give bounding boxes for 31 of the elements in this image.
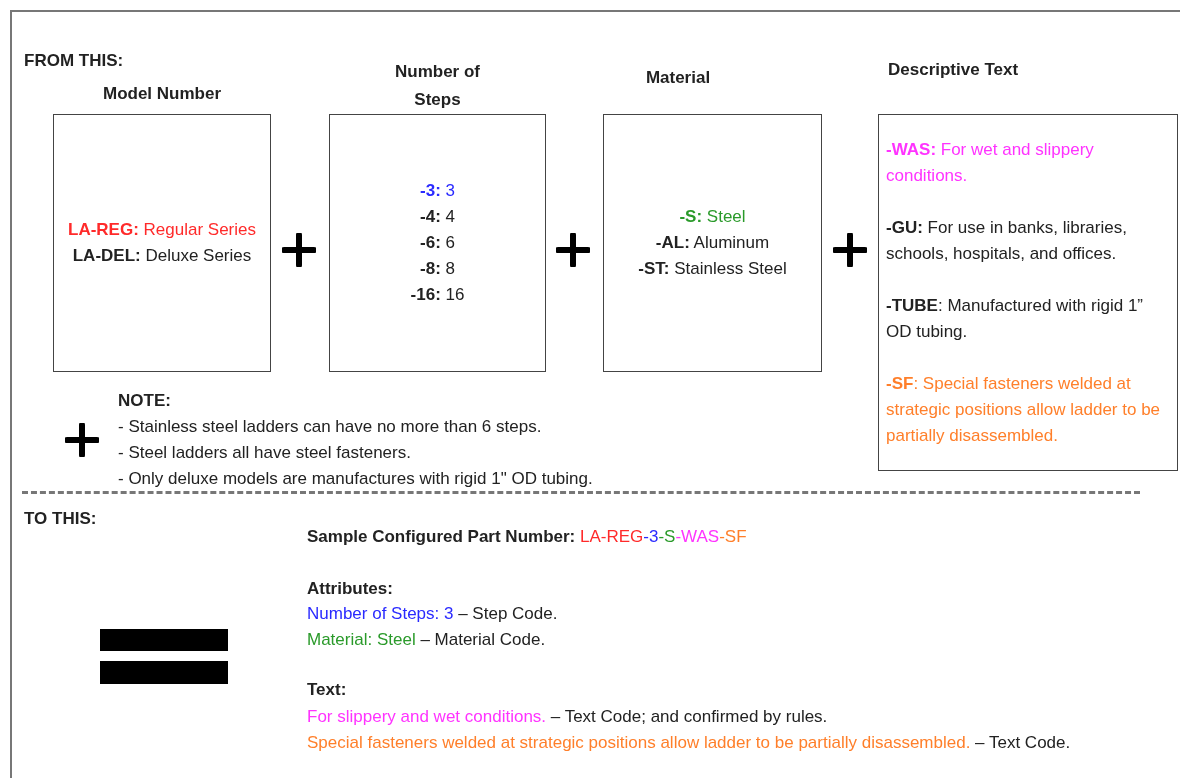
option-text: -AL: Aluminum	[654, 232, 771, 254]
section-heading: TO THIS:	[24, 508, 97, 530]
option-text: -4: 4	[419, 206, 456, 228]
option-text: -3: 3	[419, 180, 456, 202]
note-text: - Only deluxe models are manufactures with rigid 1" OD tubing.	[118, 468, 593, 490]
attribute-text: Number of Steps: 3 – Step Code.	[307, 603, 558, 625]
text-code-line: For slippery and wet conditions. – Text Code; and confirmed by rules.	[307, 706, 828, 728]
part-number-text: Sample Configured Part Number: LA-REG-3-S-WAS-SF	[307, 526, 747, 548]
subheading: Text:	[307, 679, 347, 701]
note-heading: NOTE:	[118, 390, 171, 412]
column-heading: Descriptive Text	[888, 59, 1020, 81]
option-text: -S: Steel	[678, 206, 747, 228]
option-text: LA-DEL: Deluxe Series	[71, 245, 253, 267]
attribute-text: Material: Steel – Material Code.	[307, 629, 546, 651]
option-text: -SF: Special fasteners welded at strategic positions allow ladder to be partially disassembled.	[886, 372, 1162, 447]
note-text: - Stainless steel ladders can have no more than 6 steps.	[118, 416, 542, 438]
column-heading: Model Number	[101, 83, 223, 105]
option-text: -16: 16	[409, 284, 466, 306]
option-text: -TUBE: Manufactured with rigid 1” OD tubing.	[886, 294, 1144, 343]
option-text: -8: 8	[419, 258, 456, 280]
text-code-line: Special fasteners welded at strategic positions allow ladder to be partially disassembled. – Text Code.	[307, 732, 1072, 754]
option-text: LA-REG: Regular Series	[67, 219, 257, 241]
subheading: Attributes:	[307, 578, 393, 600]
section-heading: FROM THIS:	[24, 50, 124, 72]
column-heading: Material	[644, 67, 712, 89]
column-heading: Number of Steps	[394, 61, 481, 111]
option-text: -GU: For use in banks, libraries, schools, hospitals, and offices.	[886, 216, 1128, 265]
option-text: -6: 6	[419, 232, 456, 254]
note-text: - Steel ladders all have steel fasteners.	[118, 442, 411, 464]
option-text: -ST: Stainless Steel	[637, 258, 788, 280]
option-text: -WAS: For wet and slippery conditions.	[886, 138, 1095, 187]
